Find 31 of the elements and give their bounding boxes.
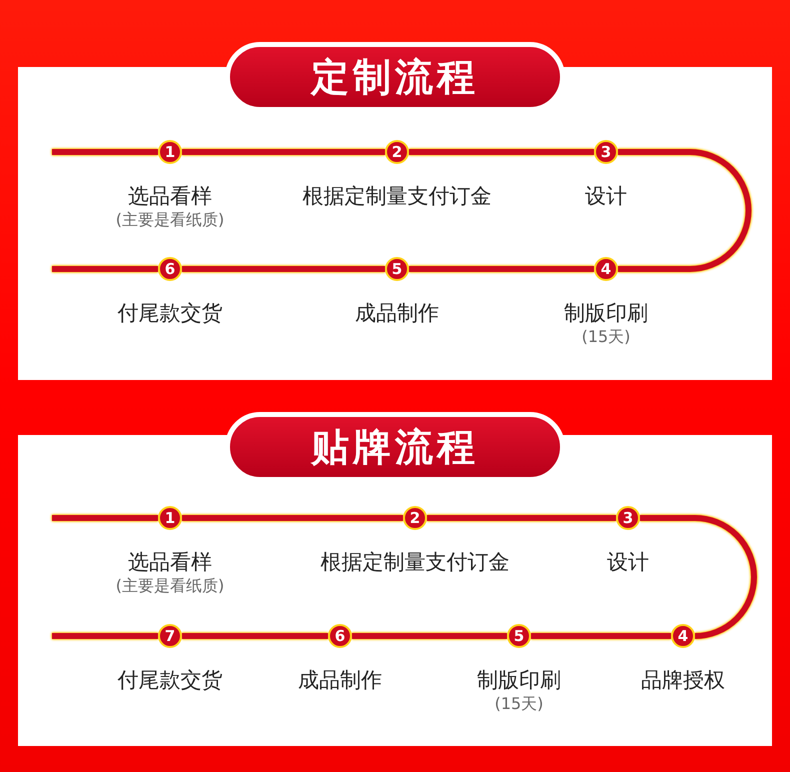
track-line [352, 633, 507, 639]
step-label: 根据定制量支付订金 [320, 549, 510, 576]
step-label: 选品看样 [128, 549, 212, 576]
track-line [182, 149, 385, 155]
step-note: (15天) [494, 694, 544, 715]
track-line [52, 149, 158, 155]
track-line [618, 149, 752, 272]
track-line [182, 633, 328, 639]
track-line [531, 633, 671, 639]
step-label: 设计 [607, 549, 649, 576]
track-line [52, 515, 158, 521]
track-line [182, 266, 385, 272]
step-label: 选品看样 [128, 183, 212, 210]
step-note: (主要是看纸质) [116, 210, 224, 231]
step-label: 制版印刷 [477, 667, 561, 694]
step-label: 付尾款交货 [118, 300, 222, 327]
step-label: 设计 [585, 183, 627, 210]
step-label: 成品制作 [298, 667, 382, 694]
track-line [182, 515, 403, 521]
step-note: (主要是看纸质) [116, 576, 224, 597]
step-label: 成品制作 [355, 300, 439, 327]
track-line [52, 633, 158, 639]
track-line [427, 515, 616, 521]
track-line [52, 266, 158, 272]
step-label: 付尾款交货 [118, 667, 222, 694]
track-line [409, 266, 594, 272]
step-label: 根据定制量支付订金 [302, 183, 492, 210]
track-line [409, 149, 594, 155]
step-label: 品牌授权 [641, 667, 725, 694]
step-note: (15天) [582, 327, 630, 348]
step-label: 制版印刷 [564, 300, 648, 327]
